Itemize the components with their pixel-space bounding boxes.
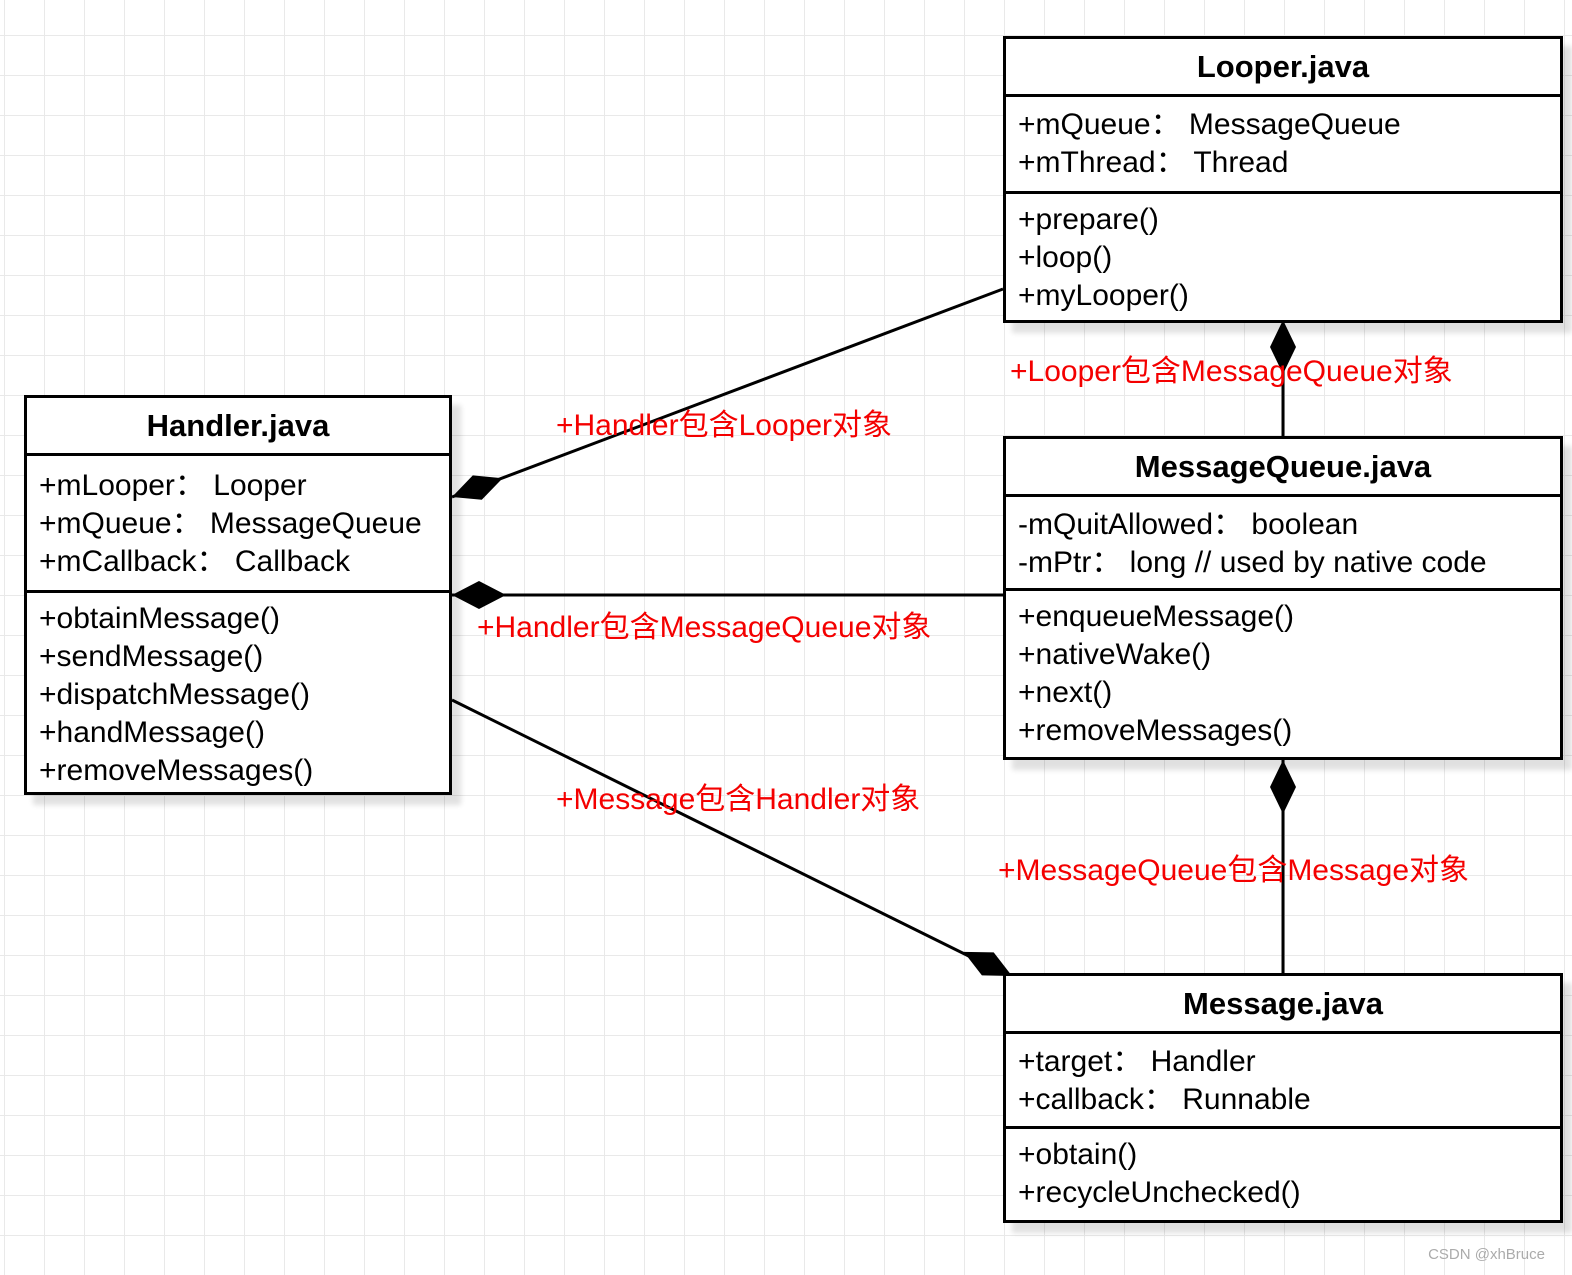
attribute-line: +target： Handler — [1018, 1045, 1256, 1078]
composition-diamond-icon — [452, 581, 506, 609]
method-line: +next() — [1018, 676, 1113, 709]
class-title: MessageQueue.java — [1006, 439, 1560, 497]
relation-line-message-handler — [451, 698, 1006, 976]
class-box-handler: Handler.java +mLooper： Looper +mQueue： M… — [24, 395, 452, 795]
attribute-line: +mThread： Thread — [1018, 146, 1289, 179]
class-attributes: -mQuitAllowed： boolean -mPtr： long // us… — [1006, 497, 1560, 591]
attribute-line: +mLooper： Looper — [39, 469, 307, 502]
method-line: +removeMessages() — [1018, 714, 1293, 747]
method-line: +enqueueMessage() — [1018, 600, 1295, 633]
attribute-line: -mPtr： long // used by native code — [1018, 546, 1487, 579]
attribute-line: +mQueue： MessageQueue — [1018, 108, 1401, 141]
method-line: +dispatchMessage() — [39, 678, 310, 711]
class-title: Handler.java — [27, 398, 449, 456]
class-attributes: +target： Handler +callback： Runnable — [1006, 1034, 1560, 1129]
attribute-line: -mQuitAllowed： boolean — [1018, 508, 1359, 541]
composition-diamond-icon — [452, 475, 503, 500]
method-line: +recycleUnchecked() — [1018, 1176, 1301, 1209]
class-box-looper: Looper.java +mQueue： MessageQueue +mThre… — [1003, 36, 1563, 323]
method-line: +obtain() — [1018, 1138, 1138, 1171]
attribute-line: +mCallback： Callback — [39, 545, 350, 578]
class-attributes: +mQueue： MessageQueue +mThread： Thread — [1006, 97, 1560, 194]
attribute-line: +mQueue： MessageQueue — [39, 507, 422, 540]
relation-label-messagequeue-contains-message: +MessageQueue包含Message对象 — [998, 854, 1470, 887]
class-methods: +obtainMessage() +sendMessage() +dispatc… — [27, 593, 449, 790]
method-line: +nativeWake() — [1018, 638, 1212, 671]
class-methods: +prepare() +loop() +myLooper() — [1006, 194, 1560, 315]
relation-label-looper-contains-messagequeue: +Looper包含MessageQueue对象 — [1010, 355, 1453, 388]
class-box-messagequeue: MessageQueue.java -mQuitAllowed： boolean… — [1003, 436, 1563, 760]
relation-line-handler-looper — [451, 287, 1004, 499]
method-line: +obtainMessage() — [39, 602, 280, 635]
class-box-message: Message.java +target： Handler +callback：… — [1003, 973, 1563, 1223]
method-line: +myLooper() — [1018, 279, 1189, 312]
relation-label-message-contains-handler: +Message包含Handler对象 — [556, 783, 921, 816]
method-line: +handMessage() — [39, 716, 265, 749]
relation-label-handler-contains-messagequeue: +Handler包含MessageQueue对象 — [477, 611, 932, 644]
method-line: +sendMessage() — [39, 640, 264, 673]
class-methods: +obtain() +recycleUnchecked() — [1006, 1129, 1560, 1212]
relation-label-handler-contains-looper: +Handler包含Looper对象 — [556, 409, 892, 442]
class-title: Message.java — [1006, 976, 1560, 1034]
composition-diamond-icon — [1270, 760, 1296, 814]
method-line: +loop() — [1018, 241, 1113, 274]
class-methods: +enqueueMessage() +nativeWake() +next() … — [1006, 591, 1560, 750]
attribute-line: +callback： Runnable — [1018, 1083, 1311, 1116]
class-attributes: +mLooper： Looper +mQueue： MessageQueue +… — [27, 456, 449, 593]
class-title: Looper.java — [1006, 39, 1560, 97]
csdn-watermark: CSDN @xhBruce — [1428, 1246, 1545, 1263]
method-line: +prepare() — [1018, 203, 1159, 236]
method-line: +removeMessages() — [39, 754, 314, 787]
